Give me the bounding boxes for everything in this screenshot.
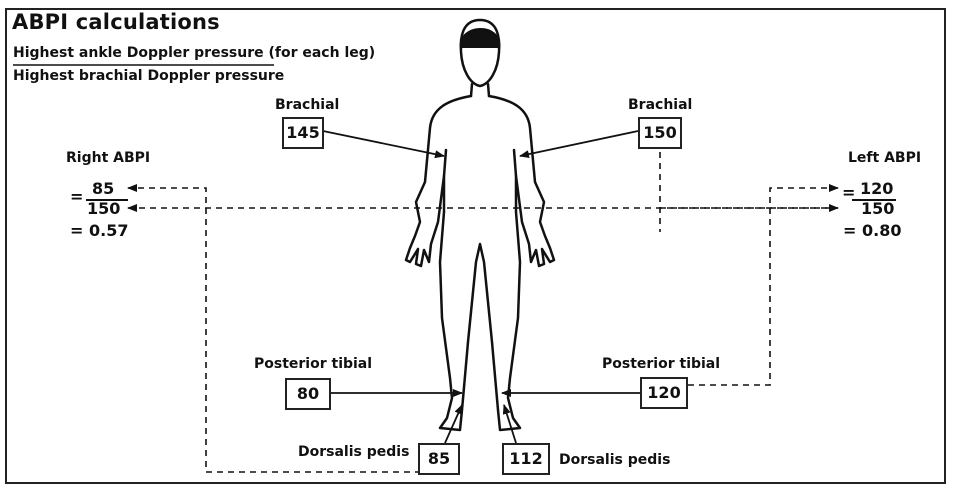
figure-body <box>406 96 554 430</box>
arrow-right-brachial <box>323 131 444 156</box>
left-brachial-label: Brachial <box>628 97 692 113</box>
left-dorsalis-pedis-value: 112 <box>502 443 550 475</box>
left-abpi-denominator: 150 <box>861 199 894 218</box>
right-dorsalis-pedis-label: Dorsalis pedis <box>298 444 409 460</box>
left-dorsalis-pedis-label: Dorsalis pedis <box>559 452 670 468</box>
left-posterior-tibial-label: Posterior tibial <box>602 356 720 372</box>
page-title: ABPI calculations <box>12 10 220 34</box>
formula-denominator: Highest brachial Doppler pressure <box>13 68 284 84</box>
right-abpi-result: = 0.57 <box>70 221 128 240</box>
right-posterior-tibial-label: Posterior tibial <box>254 356 372 372</box>
connector-right-numerator <box>128 188 432 472</box>
right-brachial-label: Brachial <box>275 97 339 113</box>
left-abpi-numerator: 120 <box>860 179 893 198</box>
arrow-left-brachial <box>520 131 638 156</box>
human-figure <box>406 20 554 430</box>
left-abpi-equals: = <box>842 183 855 202</box>
formula-numerator: Highest ankle Doppler pressure (for each… <box>13 45 375 61</box>
right-dorsalis-pedis-value: 85 <box>418 443 460 475</box>
left-posterior-tibial-value: 120 <box>640 377 688 409</box>
right-brachial-value: 145 <box>282 117 324 149</box>
right-posterior-tibial-value: 80 <box>285 378 331 410</box>
right-abpi-numerator: 85 <box>92 179 114 198</box>
dashed-connectors <box>128 152 838 472</box>
left-abpi-result: = 0.80 <box>843 221 901 240</box>
figure-hair <box>461 29 499 48</box>
right-abpi-label: Right ABPI <box>66 150 150 166</box>
site-arrows <box>323 131 640 443</box>
right-abpi-equals: = <box>70 187 83 206</box>
right-abpi-denominator: 150 <box>87 199 120 218</box>
left-abpi-label: Left ABPI <box>848 150 921 166</box>
left-brachial-value: 150 <box>638 117 682 149</box>
